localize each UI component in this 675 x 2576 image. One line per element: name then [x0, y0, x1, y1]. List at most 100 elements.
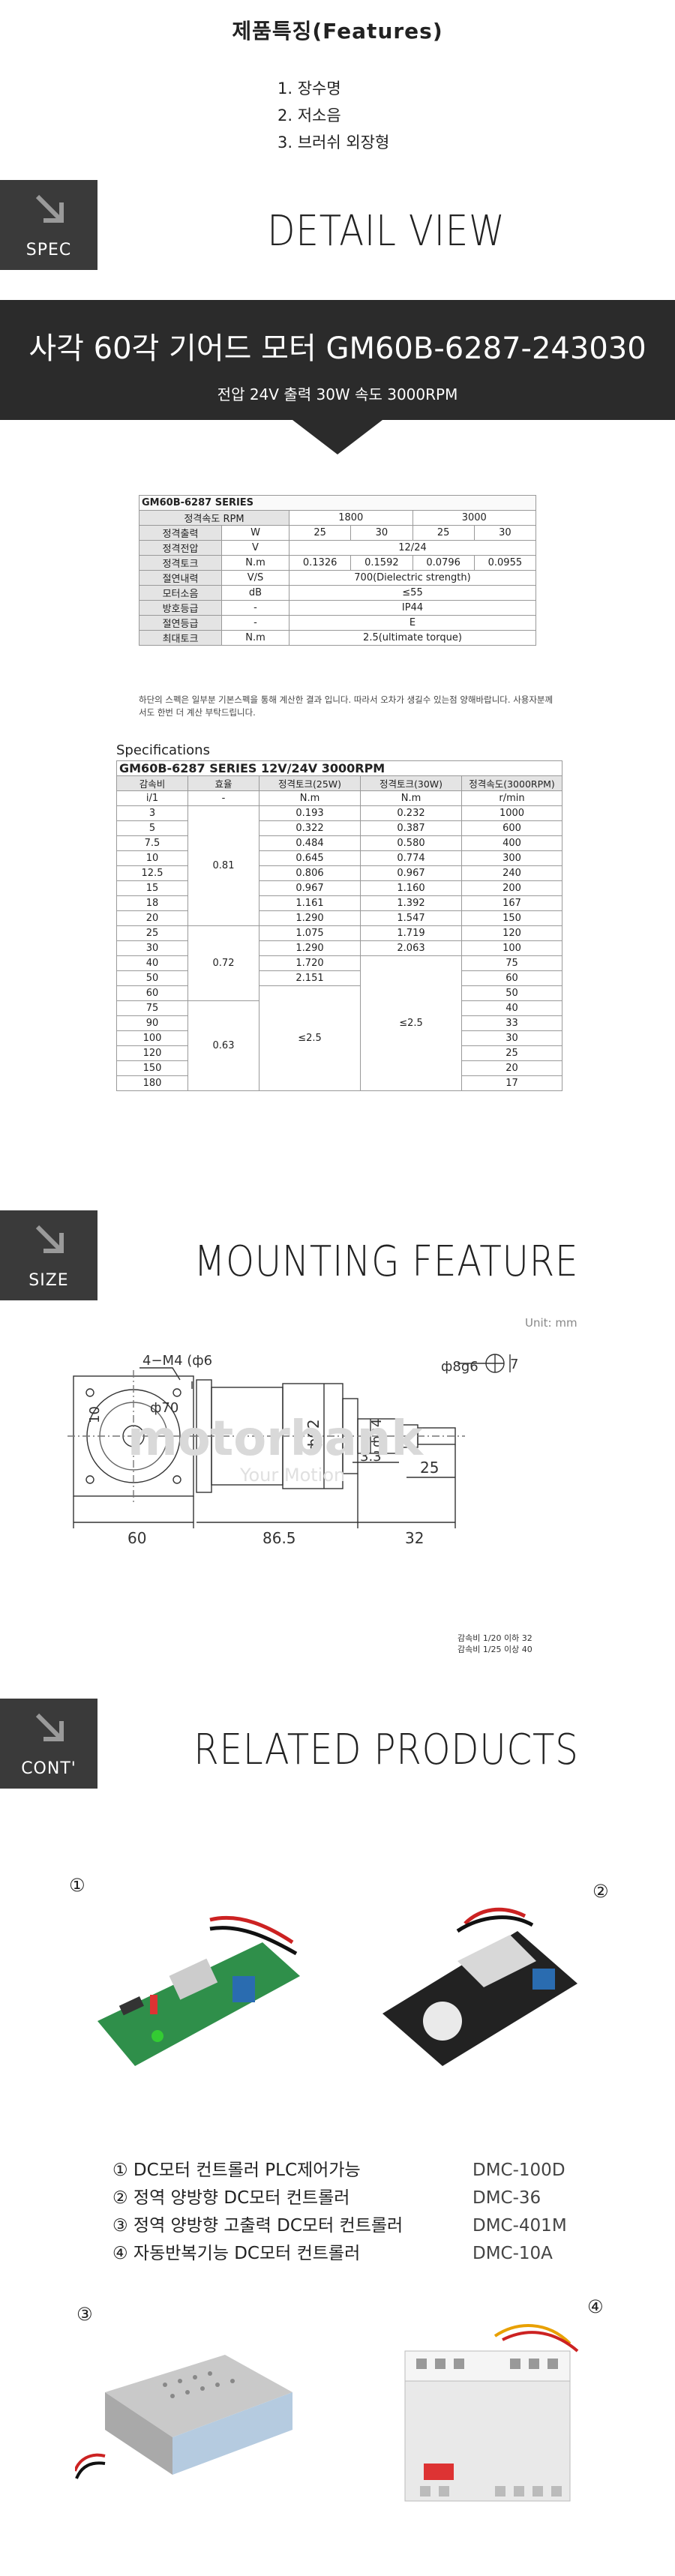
product-marker: ②: [592, 1881, 609, 1902]
table-cell: 0.63: [188, 1000, 260, 1091]
table-cell: 1.547: [360, 910, 462, 926]
table-cell: 40: [461, 1000, 562, 1016]
product-code: DMC-36: [472, 2188, 542, 2208]
product-image-dmc-10a[interactable]: [390, 2314, 592, 2509]
column-header: 정격토크(30W): [360, 775, 462, 791]
table-cell: 7.5: [116, 835, 188, 851]
table-cell: 정격출력: [139, 525, 222, 541]
drawing-notes: 감속비 1/20 이하 32 감속비 1/25 이상 40: [458, 1633, 532, 1655]
section-title: MOUNTING FEATURE: [194, 1237, 579, 1286]
features-title: 제품특징(Features): [232, 19, 443, 43]
list-item[interactable]: ② 정역 양방향 DC모터 컨트롤러 DMC-36: [112, 2185, 600, 2212]
table-cell: E: [289, 615, 536, 631]
product-image-dmc-401m[interactable]: [75, 2325, 308, 2497]
table-cell: 0.774: [360, 850, 462, 866]
table-cell: 0.645: [259, 850, 361, 866]
dim-label: 60: [128, 1529, 146, 1547]
table-row: 모터소음 dB ≤55: [139, 585, 536, 601]
table-cell: 100: [461, 940, 562, 956]
watermark-sub: Your Motion: [239, 1465, 345, 1486]
table-cell: 30: [473, 525, 537, 541]
table-cell: 모터소음: [139, 585, 222, 601]
features-list: 1. 장수명 2. 저소음 3. 브러쉬 외장형: [278, 75, 389, 156]
dim-label: ф70: [150, 1400, 178, 1416]
mounting-drawing: 7 4−M4 (ф6 ф70 ф62 ф24 ф8g6 60 86.5 32 2…: [68, 1353, 518, 1547]
column-header: 정격토크(25W): [259, 775, 361, 791]
section-tab-label: CONT': [21, 1759, 76, 1778]
specifications-table: GM60B-6287 SERIES 12V/24V 3000RPM 감속비 효율…: [116, 760, 562, 1091]
dim-label: 25: [420, 1459, 439, 1477]
table-cell: 0.580: [360, 835, 462, 851]
column-header: 정격속도(3000RPM): [461, 775, 562, 791]
dim-label: 3.3: [360, 1449, 382, 1465]
table-cell: 25: [461, 1045, 562, 1061]
table-cell: 1.160: [360, 880, 462, 896]
table-cell: 정격속도 RPM: [139, 510, 290, 526]
column-header: 효율: [188, 775, 260, 791]
table-cell: -: [221, 615, 290, 631]
table-cell: 0.387: [360, 820, 462, 836]
product-name: ② 정역 양방향 DC모터 컨트롤러: [112, 2188, 350, 2208]
table-cell: 700(Dielectric strength): [289, 570, 536, 586]
product-banner: 사각 60각 기어드 모터 GM60B-6287-243030 전압 24V 출…: [0, 300, 675, 420]
section-tab: CONT': [0, 1699, 98, 1789]
product-marker: ③: [76, 2304, 93, 2325]
table-cell: 20: [461, 1060, 562, 1076]
dim-label: ф8g6: [441, 1359, 478, 1375]
product-code: DMC-401M: [472, 2216, 567, 2236]
table-cell: 0.1592: [350, 555, 413, 571]
table-cell: 12/24: [289, 540, 536, 556]
table-cell: ≤55: [289, 585, 536, 601]
table-cell: 0.0796: [412, 555, 475, 571]
product-title: 사각 60각 기어드 모터 GM60B-6287-243030: [28, 331, 646, 366]
table-cell: 0.0955: [473, 555, 537, 571]
product-image-dmc-100d[interactable]: [82, 1905, 308, 2092]
table-cell: 100: [116, 1030, 188, 1046]
unit-cell: i/1: [116, 790, 188, 806]
unit-cell: r/min: [461, 790, 562, 806]
arrow-down-right-icon: [35, 194, 64, 223]
table-cell: 150: [461, 910, 562, 926]
table-cell: 0.967: [259, 880, 361, 896]
spec-note: 하단의 스펙은 일부분 기본스펙을 통해 계산한 결과 입니다. 따라서 오차가…: [139, 694, 554, 718]
table-cell: 0.484: [259, 835, 361, 851]
column-header: 감속비: [116, 775, 188, 791]
product-image-dmc-36[interactable]: [352, 1901, 585, 2081]
table-cell: 0.81: [188, 805, 260, 926]
table-cell: 33: [461, 1015, 562, 1031]
table-cell: 75: [116, 1000, 188, 1016]
section-header-cont: CONT' RELATED PRODUCTS: [0, 1699, 675, 1789]
table-cell: 최대토크: [139, 630, 222, 646]
table-series: GM60B-6287 SERIES: [139, 495, 536, 511]
table-cell: 절연내력: [139, 570, 222, 586]
table-cell: 0.1326: [288, 555, 352, 571]
table-row: 정격전압 V 12/24: [139, 540, 536, 556]
table-cell: 600: [461, 820, 562, 836]
table-cell: 1.392: [360, 895, 462, 911]
table-row: 정격출력 W 25 30 25 30: [139, 525, 537, 541]
table-cell: 300: [461, 850, 562, 866]
table-cell: 2.063: [360, 940, 462, 956]
dim-label: 7: [510, 1357, 518, 1372]
product-code: DMC-10A: [472, 2244, 553, 2263]
dim-label: 86.5: [262, 1529, 296, 1547]
table-cell: 0.806: [259, 865, 361, 881]
table-cell: 25: [116, 925, 188, 941]
arrow-down-right-icon: [35, 1225, 64, 1253]
